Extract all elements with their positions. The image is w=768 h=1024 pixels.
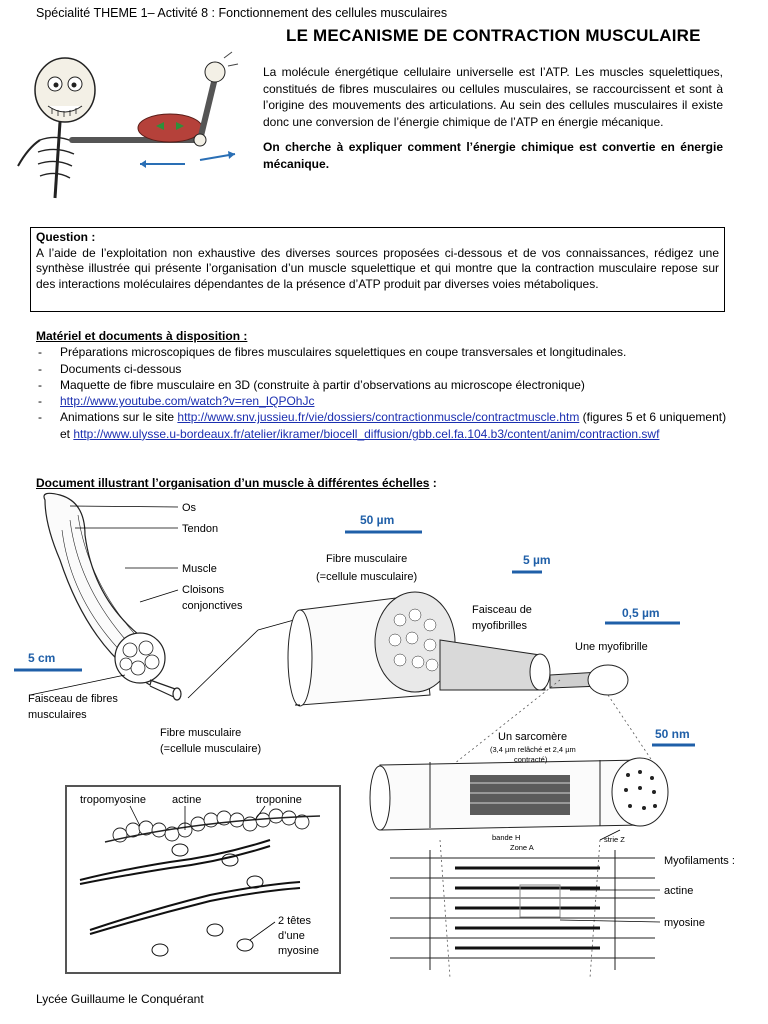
label-conjonctives: conjonctives	[182, 600, 243, 612]
materials-section: Matériel et documents à disposition : Pr…	[36, 328, 736, 442]
activity-header: Spécialité THEME 1– Activité 8 : Fonctio…	[36, 6, 447, 20]
page-title: LE MECANISME DE CONTRACTION MUSCULAIRE	[286, 26, 701, 46]
label-une-myofibrille: Une myofibrille	[575, 641, 648, 653]
label-myosine-right: myosine	[664, 917, 705, 929]
label-sarcomere-note2: contracté)	[514, 755, 548, 764]
label-sarcomere: Un sarcomère	[498, 731, 567, 743]
problem-statement: On cherche à expliquer comment l’énergie…	[263, 139, 723, 172]
label-actine-right: actine	[664, 885, 693, 897]
materials-list: Préparations microscopiques de fibres mu…	[36, 344, 736, 442]
label-d-une: d’une	[278, 930, 305, 942]
skeleton-flexing-illustration	[10, 48, 255, 208]
scale-05um: 0,5 µm	[622, 606, 660, 620]
list-item: Préparations microscopiques de fibres mu…	[36, 344, 736, 360]
label-zone-a: Zone A	[510, 843, 534, 852]
label-fibre-musculaire: Fibre musculaire	[160, 727, 241, 739]
label-myosine: myosine	[278, 945, 319, 957]
ulysse-link[interactable]: http://www.ulysse.u-bordeaux.fr/atelier/…	[73, 427, 659, 441]
label-faisceau-myofibrilles: Faisceau de	[472, 604, 532, 616]
label-actine: actine	[172, 794, 201, 806]
intro-text: La molécule énergétique cellulaire unive…	[263, 64, 723, 181]
label-troponine: troponine	[256, 794, 302, 806]
label-sarcomere-note1: (3,4 µm relâché et 2,4 µm	[490, 745, 576, 754]
footer-school: Lycée Guillaume le Conquérant	[36, 992, 204, 1006]
sarcomere-drawing	[370, 758, 668, 830]
label-muscle: Muscle	[182, 563, 217, 575]
question-title: Question :	[36, 230, 719, 246]
label-tendon: Tendon	[182, 523, 218, 535]
muscle-organisation-diagram: Os Tendon Muscle Cloisons conjonctives F…	[0, 490, 768, 980]
materials-title: Matériel et documents à disposition :	[36, 328, 736, 344]
question-text: A l’aide de l’exploitation non exhaustiv…	[36, 246, 719, 293]
list-item: Documents ci-dessous	[36, 361, 736, 377]
label-musculaires: musculaires	[28, 709, 87, 721]
list-item: Maquette de fibre musculaire en 3D (cons…	[36, 377, 736, 393]
label-bande-h: bande H	[492, 833, 520, 842]
list-item: http://www.youtube.com/watch?v=ren_IQPOh…	[36, 393, 736, 409]
label-myofibrilles: myofibrilles	[472, 620, 528, 632]
label-cellule-musculaire: (=cellule musculaire)	[160, 743, 261, 755]
scale-50nm: 50 nm	[655, 727, 690, 741]
question-box: Question : A l’aide de l’exploitation no…	[30, 227, 725, 312]
scale-50um: 50 µm	[360, 513, 394, 527]
jussieu-link[interactable]: http://www.snv.jussieu.fr/vie/dossiers/c…	[177, 410, 579, 424]
document-title: Document illustrant l’organisation d’un …	[36, 476, 437, 490]
scale-5cm: 5 cm	[28, 651, 55, 665]
youtube-link[interactable]: http://www.youtube.com/watch?v=ren_IQPOh…	[60, 394, 314, 408]
label-cloisons: Cloisons	[182, 584, 225, 596]
myofilaments-drawing	[390, 850, 655, 970]
scale-5um: 5 µm	[523, 553, 551, 567]
label-fibre-top: Fibre musculaire	[326, 553, 407, 565]
list-item: Animations sur le site http://www.snv.ju…	[36, 409, 736, 442]
label-2-tetes: 2 têtes	[278, 915, 312, 927]
intro-paragraph: La molécule énergétique cellulaire unive…	[263, 64, 723, 130]
label-tropomyosine: tropomyosine	[80, 794, 146, 806]
label-os: Os	[182, 502, 197, 514]
label-faisceau-fibres: Faisceau de fibres	[28, 693, 118, 705]
label-cellule-top: (=cellule musculaire)	[316, 571, 417, 583]
label-myofilaments: Myofilaments :	[664, 855, 735, 867]
